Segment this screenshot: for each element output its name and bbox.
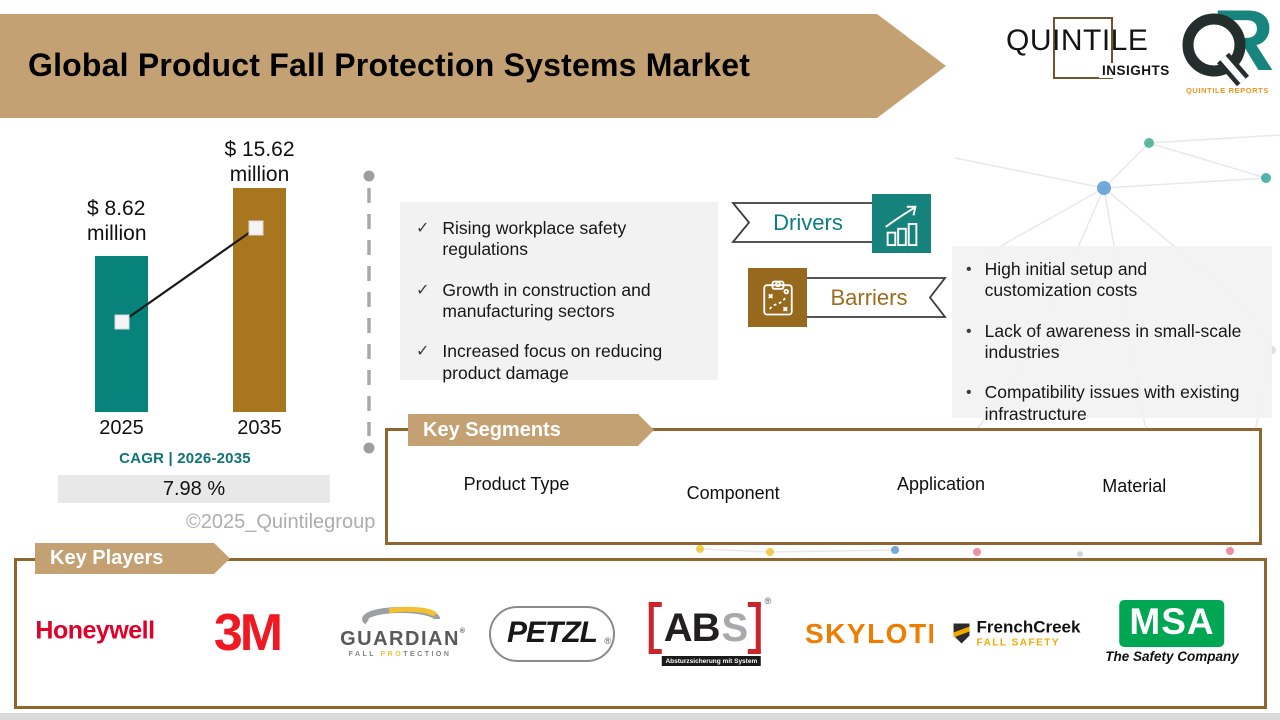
bullet-icon: • xyxy=(966,261,972,278)
registered-mark: ® xyxy=(764,596,772,606)
key-segments-box xyxy=(385,428,1262,545)
msa-logo: MSA The Safety Company xyxy=(1105,600,1239,664)
axis-label-2025: 2025 xyxy=(99,417,144,439)
check-icon: ✓ xyxy=(416,343,430,361)
barriers-ribbon: Barriers xyxy=(805,276,947,319)
honeywell-logo: Honeywell xyxy=(35,616,155,645)
check-icon: ✓ xyxy=(416,281,430,299)
cagr-value: 7.98 % xyxy=(58,475,330,503)
bar-2025 xyxy=(95,256,148,412)
drivers-ribbon: Drivers xyxy=(729,201,877,244)
skylotec-logo: SKYLOTEC xyxy=(805,618,933,649)
barrier-item: • High initial setup and customization c… xyxy=(966,259,1148,301)
abs-logo: AB S ® Absturzsicherung mit System xyxy=(648,596,771,666)
barriers-title: Barriers xyxy=(830,285,908,310)
segment-component: Component xyxy=(686,483,780,503)
frenchcreek-logo: FrenchCreek FALL SAFETY xyxy=(952,618,1080,649)
copyright-text: ©2025_Quintilegroup xyxy=(186,511,376,533)
bottom-edge-strip xyxy=(0,713,1280,720)
3m-logo: 3M xyxy=(213,604,283,662)
guardian-logo: GUARDIAN® FALL PROTECTION xyxy=(340,606,465,658)
quintile-wordmark: QUINTILE xyxy=(1006,24,1149,57)
driver-item: ✓ Increased focus on reducing product da… xyxy=(416,341,663,383)
insights-wordmark: INSIGHTS xyxy=(1099,63,1173,78)
title-banner: Global Product Fall Protection Systems M… xyxy=(0,14,946,118)
driver-item: ✓ Rising workplace safety regulations xyxy=(416,218,627,260)
segments-row: Product Type Component Application Mater… xyxy=(405,474,1225,504)
strategy-clipboard-icon xyxy=(748,268,807,327)
cagr-label: CAGR | 2026-2035 xyxy=(119,450,251,467)
abs-tagline: Absturzsicherung mit System xyxy=(661,656,762,666)
abs-left-bracket xyxy=(648,602,662,654)
driver-item: ✓ Growth in construction and manufacturi… xyxy=(416,279,651,322)
registered-mark: ® xyxy=(459,628,467,635)
qr-logo: R QUINTILE REPORTS xyxy=(1180,0,1280,102)
key-segments-banner: Key Segments xyxy=(408,414,654,446)
page-title: Global Product Fall Protection Systems M… xyxy=(28,47,751,84)
check-icon: ✓ xyxy=(416,220,430,237)
axis-label-2035: 2035 xyxy=(237,417,282,439)
ribbon-shape xyxy=(731,202,877,243)
barrier-item: • Compatibility issues with existing inf… xyxy=(966,382,1240,424)
drivers-panel: ✓ Rising workplace safety regulations ✓ … xyxy=(400,202,718,383)
registered-mark: ® xyxy=(604,636,611,646)
key-players-box xyxy=(14,558,1267,709)
frenchcreek-shield-icon xyxy=(953,623,970,643)
logo-bracket-frame xyxy=(1053,17,1113,79)
trend-line-graphic xyxy=(114,220,264,330)
petzl-logo: PETZL ® xyxy=(489,606,615,662)
bullet-icon: • xyxy=(966,384,972,402)
quintile-insights-logo: QUINTILE INSIGHTS xyxy=(1006,17,1176,86)
guardian-swoosh-icon xyxy=(362,606,440,625)
quintile-reports-label: QUINTILE REPORTS xyxy=(1186,86,1269,95)
barrier-item: • Lack of awareness in small-scale indus… xyxy=(966,320,1242,363)
qr-letter-q-icon xyxy=(1182,13,1250,87)
segment-product-type: Product Type xyxy=(463,474,570,494)
segment-application: Application xyxy=(896,474,986,494)
abs-right-bracket xyxy=(748,602,762,654)
key-players-banner: Key Players xyxy=(35,543,230,574)
drivers-title: Drivers xyxy=(773,210,843,235)
bullet-icon: • xyxy=(966,322,972,340)
barriers-panel: • High initial setup and customization c… xyxy=(952,246,1272,424)
msa-tagline: The Safety Company xyxy=(1105,649,1239,664)
growth-chart-icon xyxy=(872,194,931,253)
segment-material: Material xyxy=(1102,476,1167,496)
dashed-divider xyxy=(363,170,375,454)
